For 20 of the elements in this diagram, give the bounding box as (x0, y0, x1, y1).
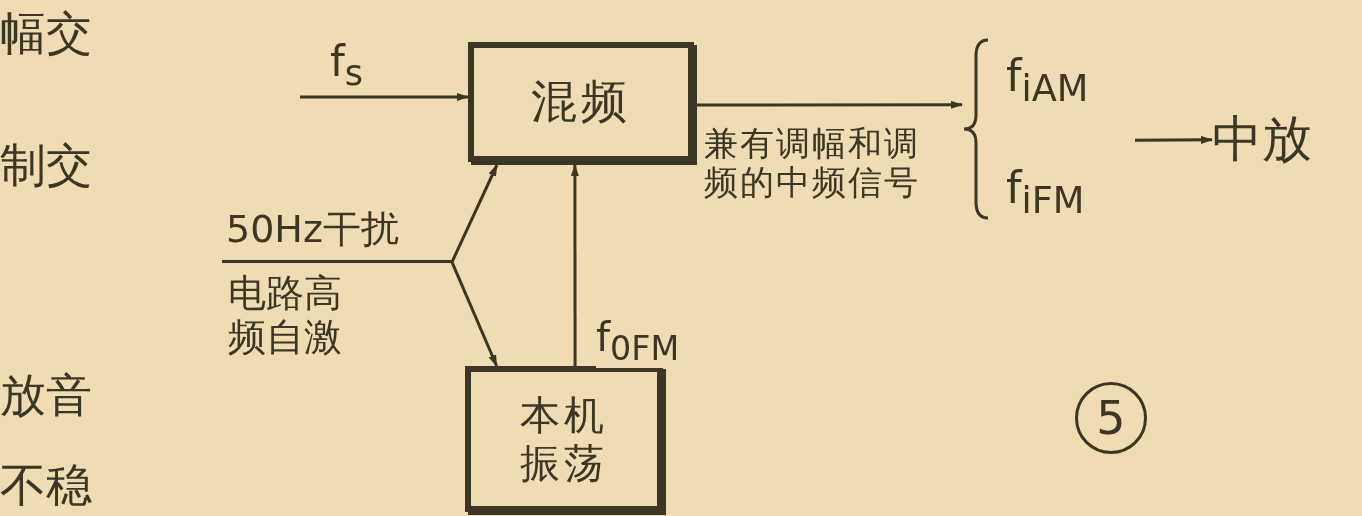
node-label: 中放 (1212, 112, 1362, 170)
node-label: 电路高频自激 (228, 272, 343, 360)
signal-label: f$_{iFM}$ (1006, 162, 1085, 222)
arrow (570, 164, 579, 366)
box-label: 本机振荡 (519, 391, 609, 487)
process-box (468, 42, 694, 162)
arrow (1135, 135, 1213, 144)
body-text: 放音 (0, 370, 92, 421)
body-text: 幅交 (0, 8, 92, 59)
process-box (465, 366, 663, 512)
arrow (450, 261, 499, 367)
figure-number: 5 (1075, 382, 1147, 454)
body-text: 制交 (0, 140, 92, 191)
arrow (697, 100, 963, 109)
signal-label: f$_{iAM}$ (1006, 50, 1089, 110)
node-label: 50Hz干扰 (226, 206, 399, 253)
arrow (450, 164, 499, 263)
box-label: 混频 (530, 74, 632, 130)
body-text: 不稳 (0, 460, 92, 511)
arrow (300, 92, 469, 101)
